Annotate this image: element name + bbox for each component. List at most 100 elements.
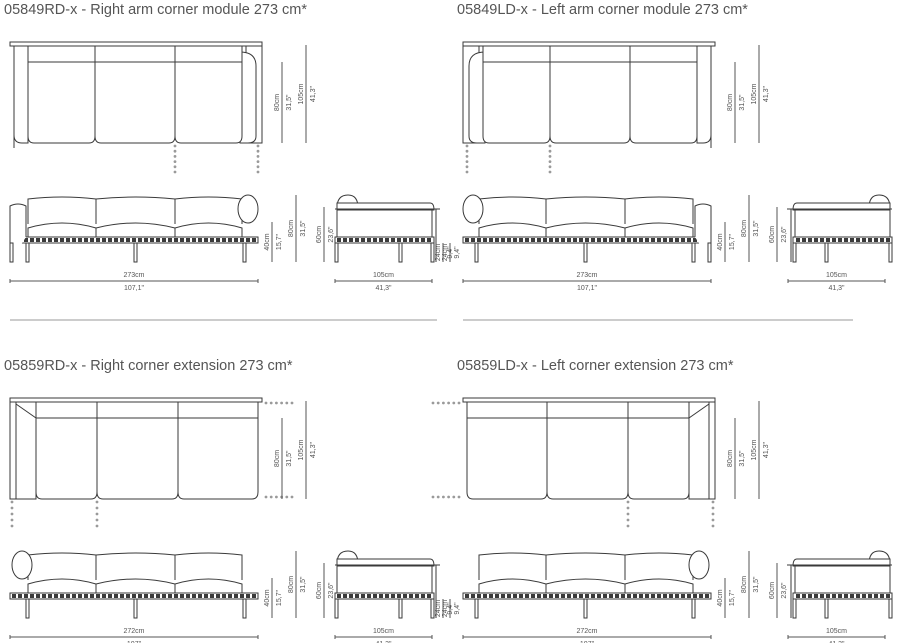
height-dim-in-label: 31,5" [300, 220, 307, 237]
connection-dot [711, 500, 715, 504]
side-depth-dim-cm-label: 105cm [826, 272, 847, 279]
clearance-dim-cm-label: 24cm [435, 244, 442, 261]
corner-cushion [15, 403, 37, 500]
connection-dot [285, 495, 289, 499]
arm-height-dim-in-label: 23,6" [328, 226, 335, 243]
depth-dim-cm-label: 105cm [298, 83, 305, 104]
cushion-top [792, 202, 891, 211]
leg [474, 242, 479, 263]
connection-dot [431, 401, 435, 405]
back-cushion [95, 552, 176, 580]
leg [25, 598, 30, 619]
webbing-frame [792, 236, 893, 244]
width-dim-in-label: 107" [580, 641, 595, 643]
seat-body [794, 209, 891, 238]
connection-dot [256, 144, 260, 148]
connection-dot [431, 495, 435, 499]
leg [242, 242, 247, 263]
end-pillow [11, 550, 33, 580]
side-depth-dim-cm-label: 105cm [826, 628, 847, 635]
connection-dot [711, 524, 715, 528]
depth-dim-cm-label: 105cm [751, 439, 758, 460]
arm-post [9, 203, 27, 262]
cushion-top [792, 558, 891, 567]
connection-dot [95, 506, 99, 510]
back-cushion [478, 196, 547, 224]
leg [888, 598, 893, 619]
seat-cushion [624, 578, 694, 594]
back-cushion [478, 552, 547, 580]
connection-dot [173, 170, 177, 174]
connection-dot [10, 506, 14, 510]
back-cushion [624, 552, 694, 580]
seat-cushion [549, 61, 631, 144]
connection-dot [626, 524, 630, 528]
back-cushion [624, 196, 694, 224]
arm-height-dim-in-label: 23,6" [781, 582, 788, 599]
arm-height-dim-in-label: 23,6" [328, 582, 335, 599]
back-rail [9, 41, 263, 47]
arm-height-dim-cm-label: 60cm [316, 582, 323, 599]
side-view [334, 550, 440, 619]
leg [888, 242, 893, 263]
seat-depth-dim-cm-label: 80cm [727, 450, 734, 467]
connection-dot [256, 149, 260, 153]
webbing-frame [792, 592, 893, 600]
leg [824, 598, 829, 619]
connection-dot [10, 524, 14, 528]
side-depth-dim-cm-label: 105cm [373, 628, 394, 635]
connection-dot [711, 506, 715, 510]
seat-depth-dim-in-label: 31,5" [739, 450, 746, 467]
leg [430, 598, 435, 619]
module-title: 05849LD-x - Left arm corner module 273 c… [457, 2, 748, 18]
seat-height-dim-cm-label: 40cm [717, 589, 724, 606]
width-dim-cm-label: 272cm [576, 628, 597, 635]
connection-dot [264, 495, 268, 499]
leg [792, 598, 797, 619]
connection-dot [290, 401, 294, 405]
clearance-dim-in-label: 9,4" [454, 246, 461, 259]
module-2: 05849LD-x - Left arm corner module 273 c… [435, 2, 893, 321]
corner-cushion [688, 403, 710, 500]
leg [334, 598, 339, 619]
depth-dim-in-label: 41,3" [310, 85, 317, 102]
leg [9, 242, 14, 263]
connection-dot [285, 401, 289, 405]
end-cushion [13, 45, 29, 144]
clearance-dim-cm-label: 24cm [435, 600, 442, 617]
arm-height-dim-cm-label: 60cm [769, 226, 776, 243]
leg [824, 242, 829, 263]
arm-height-dim-cm-label: 60cm [769, 582, 776, 599]
connection-dot [548, 160, 552, 164]
seat-height-dim-cm-label: 40cm [717, 233, 724, 250]
connection-dot [275, 495, 278, 499]
side-view [334, 194, 440, 263]
arm-post [694, 203, 712, 262]
seat-cushion [35, 417, 98, 500]
back-cushion [174, 552, 243, 580]
back-cushion [174, 196, 243, 224]
connection-dot [452, 401, 456, 405]
front-view [9, 550, 259, 619]
side-rail [708, 401, 716, 500]
connection-dot [10, 500, 14, 504]
front-view [462, 550, 712, 619]
back-cushion [27, 552, 97, 580]
seat-cushion [627, 417, 690, 500]
connection-dot [442, 495, 445, 499]
connection-dot [548, 149, 552, 153]
connection-dot [548, 170, 552, 174]
seat-height-dim-cm-label: 40cm [264, 233, 271, 250]
side-view [787, 550, 893, 619]
connection-dot [465, 165, 469, 169]
leg [707, 242, 712, 263]
height-dim-cm-label: 80cm [741, 576, 748, 593]
connection-dot [548, 144, 552, 148]
connection-dot [457, 401, 461, 405]
leg [334, 242, 339, 263]
width-dim-in-label: 107,1" [124, 285, 145, 292]
depth-dim-in-label: 41,3" [763, 85, 770, 102]
leg [474, 598, 479, 619]
depth-dim-in-label: 41,3" [763, 441, 770, 458]
end-cushion [696, 45, 712, 144]
